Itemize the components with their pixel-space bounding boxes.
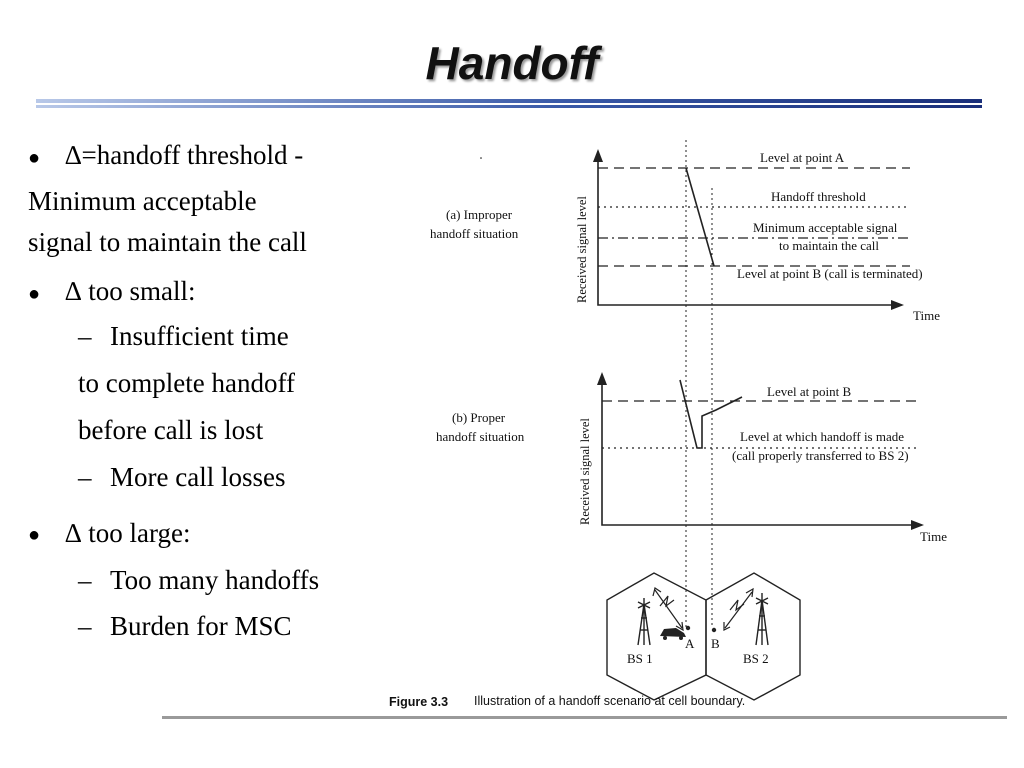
bullet-2-sub-1-line-2: to complete handoff <box>78 368 295 398</box>
label-min-signal: to maintain the call <box>779 238 879 253</box>
point-b-dot <box>711 627 717 633</box>
panel-b-y-axis-label: Received signal level <box>578 418 592 525</box>
figure-caption-label: Figure 3.3 <box>389 695 448 709</box>
bullet-3-sub-1-text: Too many handoffs <box>110 565 320 595</box>
bullet-2-sub-1-line-3: before call is lost <box>78 415 264 445</box>
label-handoff-threshold: Handoff threshold <box>771 189 866 204</box>
label-b-level-point-b: Level at point B <box>767 384 851 399</box>
sub-bullet-dash: – <box>78 462 92 492</box>
tower-icon <box>637 598 651 646</box>
panel-a-y-arrow <box>593 149 603 162</box>
panel-b-signal-curve <box>679 379 743 449</box>
lightning-bs1-icon <box>659 595 675 608</box>
panel-a-x-arrow <box>891 300 904 310</box>
label-min-signal: Minimum acceptable signal <box>753 220 898 235</box>
panel-b-x-axis-label: Time <box>920 529 947 544</box>
panel-a-axes <box>597 155 898 306</box>
bullet-3-text: ∆ too large: <box>65 518 191 548</box>
bullet-2-text: ∆ too small: <box>65 276 196 306</box>
panel-b-caption: handoff situation <box>436 429 525 444</box>
panel-b-x-arrow <box>911 520 924 530</box>
title-underline <box>36 99 982 108</box>
panel-a-x-axis-label: Time <box>913 308 940 323</box>
panel-a-caption: handoff situation <box>430 226 519 241</box>
panel-b-y-arrow <box>597 372 607 385</box>
point-b-label: B <box>711 636 720 651</box>
radio-link-bs1-icon <box>652 587 684 632</box>
bullet-marker: ● <box>28 524 41 546</box>
bs1-label: BS 1 <box>627 651 653 666</box>
bullet-1-line-3: signal to maintain the call <box>28 227 307 257</box>
sub-bullet-dash: – <box>78 565 92 595</box>
panel-a-caption: (a) Improper <box>446 207 513 222</box>
label-level-point-a: Level at point A <box>760 150 845 165</box>
bullet-marker: ● <box>28 147 41 169</box>
figure-caption-text: Illustration of a handoff scenario at ce… <box>474 694 745 708</box>
panel-a-signal-curve <box>685 167 715 267</box>
tower-icon <box>755 593 769 646</box>
panel-b-caption: (b) Proper <box>452 410 506 425</box>
sub-bullet-dash: – <box>78 321 92 351</box>
stray-dot <box>480 157 482 159</box>
bottom-rule <box>162 716 1007 719</box>
point-a-label: A <box>685 636 695 651</box>
sub-bullet-dash: – <box>78 611 92 641</box>
label-handoff-made: (call properly transferred to BS 2) <box>732 448 909 463</box>
radio-link-bs2-icon <box>723 587 754 631</box>
panel-b-axes <box>601 378 918 526</box>
panel-a-y-axis-label: Received signal level <box>575 196 589 303</box>
car-icon <box>660 628 686 640</box>
bullet-1-line-2: Minimum acceptable <box>28 186 257 216</box>
handoff-figure: (a) Improper handoff situation (b) Prope… <box>389 140 947 709</box>
label-level-point-b-terminated: Level at point B (call is terminated) <box>737 266 923 281</box>
bullet-3-sub-2-text: Burden for MSC <box>110 611 292 641</box>
label-handoff-made: Level at which handoff is made <box>740 429 904 444</box>
bullet-1-line-1: ∆=handoff threshold - <box>65 140 304 170</box>
bullet-2-sub-2-text: More call losses <box>110 462 286 492</box>
bs2-label: BS 2 <box>743 651 769 666</box>
lightning-bs2-icon <box>729 599 745 612</box>
bullet-marker: ● <box>28 283 41 305</box>
bullet-2-sub-1-line-1: Insufficient time <box>110 321 289 351</box>
point-a-dot <box>685 625 691 631</box>
cell-bs2 <box>705 572 801 701</box>
bullet-list: ● ∆=handoff threshold - Minimum acceptab… <box>28 128 368 648</box>
slide-title: Handoff <box>425 37 599 89</box>
